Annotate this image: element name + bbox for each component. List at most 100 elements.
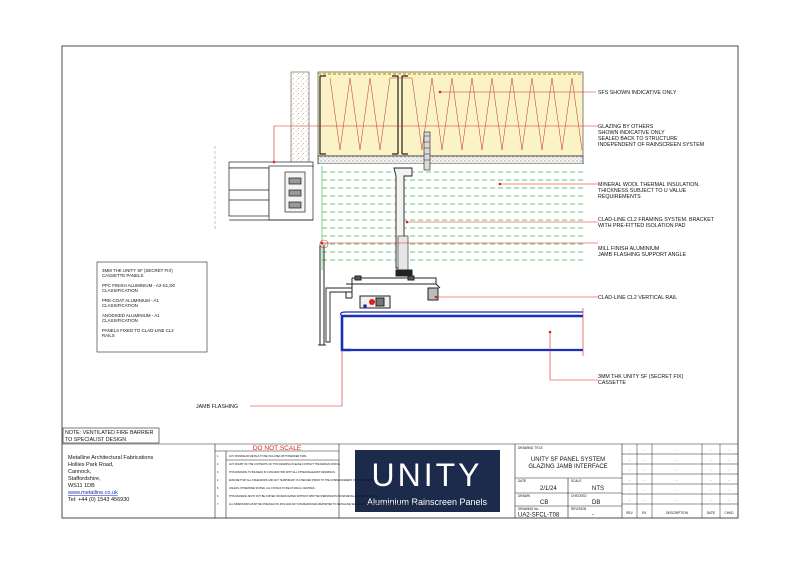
- svg-text:BY: BY: [642, 511, 647, 515]
- masonry-wall: [290, 71, 310, 173]
- glazing-frame: [228, 161, 314, 221]
- svg-text:ENSURE THAT ALL STEELWORK AND: ENSURE THAT ALL STEELWORK AND ANY TEMPOR…: [229, 479, 374, 482]
- svg-text:CLASSIFICATION: CLASSIFICATION: [102, 288, 138, 293]
- svg-text:3MM THK UNITY SF (SECRET FIX): 3MM THK UNITY SF (SECRET FIX): [102, 268, 173, 273]
- spec-box: [96, 261, 208, 353]
- callout-rail: CLAD-LINE CL2 VERTICAL RAIL: [598, 295, 677, 301]
- svg-text:ANY DISSIMILAR METALS TO BE IS: ANY DISSIMILAR METALS TO BE ISOLATED WIT…: [229, 455, 307, 458]
- callout-sfs: SFS SHOWN INDICATIVE ONLY: [598, 90, 677, 96]
- drawing-title-1: UNITY SF PANEL SYSTEM: [531, 457, 605, 463]
- svg-text:CHECKED: CHECKED: [571, 494, 587, 498]
- svg-text:-: -: [644, 478, 645, 482]
- svg-text:Staffordshire,: Staffordshire,: [68, 476, 101, 482]
- svg-text:DATE: DATE: [707, 511, 715, 515]
- callout-insulation-2: THICKNESS SUBJECT TO U VALUE: [598, 188, 687, 194]
- svg-text:DESCRIPTION: DESCRIPTION: [666, 511, 688, 515]
- svg-text:-: -: [728, 448, 729, 452]
- leader-markers: [272, 90, 552, 334]
- svg-text:-: -: [644, 498, 645, 502]
- svg-text:ALL DIMENSIONS MUST BE CHECKED: ALL DIMENSIONS MUST BE CHECKED ON SITE A…: [229, 503, 420, 506]
- svg-text:-: -: [629, 468, 630, 472]
- logo-tagline: Aluminium Rainscreen Panels: [367, 497, 488, 507]
- revision-table: REV BY DESCRIPTION DATE CHKD - - - - - -…: [626, 448, 734, 515]
- callout-glazing-2: SHOWN INDICATIVE ONLY: [598, 130, 665, 136]
- drawing-title-2: GLAZING JAMB INTERFACE: [528, 464, 607, 470]
- leader-lines: [250, 91, 598, 407]
- svg-text:CLASSIFICATION: CLASSIFICATION: [102, 303, 138, 308]
- drawing-number: UA2-SFCL-T08: [518, 513, 560, 519]
- svg-text:-: -: [676, 478, 677, 482]
- title-block-frame: [62, 443, 738, 518]
- note-line-2: TO SPECIALIST DESIGN: [65, 437, 126, 443]
- svg-text:REVISION: REVISION: [571, 507, 587, 511]
- notes-list: 1. ANY DISSIMILAR METALS TO BE ISOLATED W…: [217, 455, 420, 506]
- callout-angle-1: MILL FINISH ALUMINIUM: [598, 246, 659, 252]
- drawing-title-block: DRAWING TITLE UNITY SF PANEL SYSTEM GLAZ…: [518, 446, 608, 519]
- svg-text:-: -: [644, 468, 645, 472]
- svg-text:WS11 1DB: WS11 1DB: [68, 483, 95, 489]
- svg-text:THIS DRAWING TO BE READ IN CON: THIS DRAWING TO BE READ IN CONJUNCTION W…: [229, 471, 336, 474]
- svg-text:-: -: [629, 448, 630, 452]
- svg-text:-: -: [710, 488, 711, 492]
- svg-text:PRE-COAT ALUMINIUM - A1: PRE-COAT ALUMINIUM - A1: [102, 298, 159, 303]
- svg-text:CLASSIFICATION: CLASSIFICATION: [102, 318, 138, 323]
- svg-text:-: -: [728, 478, 729, 482]
- note-line-1: NOTE: VENTILATED FIRE BARRIER: [65, 430, 154, 436]
- spec-box-text: 3MM THK UNITY SF (SECRET FIX) CASSETTE P…: [102, 268, 176, 338]
- do-not-scale: DO NOT SCALE: [253, 445, 302, 452]
- svg-text:6.: 6.: [217, 495, 219, 498]
- svg-text:-: -: [710, 458, 711, 462]
- svg-text:DRAWING No.: DRAWING No.: [518, 507, 539, 511]
- svg-text:-: -: [644, 448, 645, 452]
- svg-text:-: -: [676, 498, 677, 502]
- svg-text:-: -: [644, 458, 645, 462]
- svg-text:THIS DRAWING MUST NOT BE COPIE: THIS DRAWING MUST NOT BE COPIED OR REPLI…: [229, 495, 379, 498]
- callout-insulation-1: MINERAL WOOL THERMAL INSULATION.: [598, 182, 700, 188]
- cl2-vertical-rail: [345, 275, 441, 309]
- svg-text:-: -: [710, 478, 711, 482]
- callout-glazing-4: INDEPENDENT OF RAINSCREEN SYSTEM: [598, 142, 704, 148]
- company-details: Metalline Architectural Fabrications Hol…: [67, 455, 154, 503]
- svg-text:DRAWN: DRAWN: [518, 494, 531, 498]
- callout-cassette-1: 3MM THK UNITY SF (SECRET FIX): [598, 374, 684, 380]
- svg-text:5.: 5.: [217, 487, 219, 490]
- svg-text:-: -: [629, 488, 630, 492]
- company-name: Metalline Architectural Fabrications: [68, 455, 154, 461]
- svg-text:-: -: [629, 458, 630, 462]
- svg-text:DATE: DATE: [518, 479, 526, 483]
- svg-text:CASSETTE PANELS: CASSETTE PANELS: [102, 273, 143, 278]
- svg-text:-: -: [710, 498, 711, 502]
- drawn-by: CB: [540, 500, 548, 506]
- note-box: [62, 427, 160, 444]
- svg-text:-: -: [644, 488, 645, 492]
- svg-text:-: -: [728, 468, 729, 472]
- svg-text:-: -: [710, 468, 711, 472]
- callout-angle-2: JAMB FLASHING SUPPORT ANGLE: [598, 252, 687, 258]
- svg-text:-: -: [728, 498, 729, 502]
- svg-text:Cannock,: Cannock,: [68, 469, 92, 475]
- unity-logo: [355, 450, 500, 512]
- callout-glazing-1: GLAZING BY OTHERS: [598, 124, 654, 130]
- svg-text:SCALE: SCALE: [571, 479, 581, 483]
- svg-text:4.: 4.: [217, 479, 219, 482]
- sheathing-board: [317, 155, 584, 165]
- drawing-scale: NTS: [592, 486, 604, 492]
- svg-text:PANELS FIXED TO CLAD-LINE CL2: PANELS FIXED TO CLAD-LINE CL2: [102, 328, 174, 333]
- revision-value: -: [592, 513, 594, 519]
- svg-text:1.: 1.: [217, 455, 219, 458]
- svg-text:ANODISED ALUMINIUM - A1: ANODISED ALUMINIUM - A1: [102, 313, 160, 318]
- sheet-border: [61, 45, 739, 519]
- callout-bracket-1: CLAD-LINE CL2 FRAMING SYSTEM. BRACKET: [598, 217, 715, 223]
- svg-text:-: -: [676, 458, 677, 462]
- logo-word: UNITY: [372, 457, 483, 493]
- svg-text:UNLESS OTHERWISE STATED, ALL F: UNLESS OTHERWISE STATED, ALL FIXINGS TO …: [229, 487, 316, 490]
- sfs-studs: [319, 75, 408, 155]
- svg-text:RAILS: RAILS: [102, 333, 115, 338]
- svg-text:CHKD: CHKD: [724, 511, 734, 515]
- svg-text:-: -: [676, 468, 677, 472]
- svg-text:-: -: [728, 488, 729, 492]
- callout-glazing-3: SEALED BACK TO STRUCTURE: [598, 136, 678, 142]
- callout-bracket-2: WITH PRE-FITTED ISOLATION PAD: [598, 223, 686, 229]
